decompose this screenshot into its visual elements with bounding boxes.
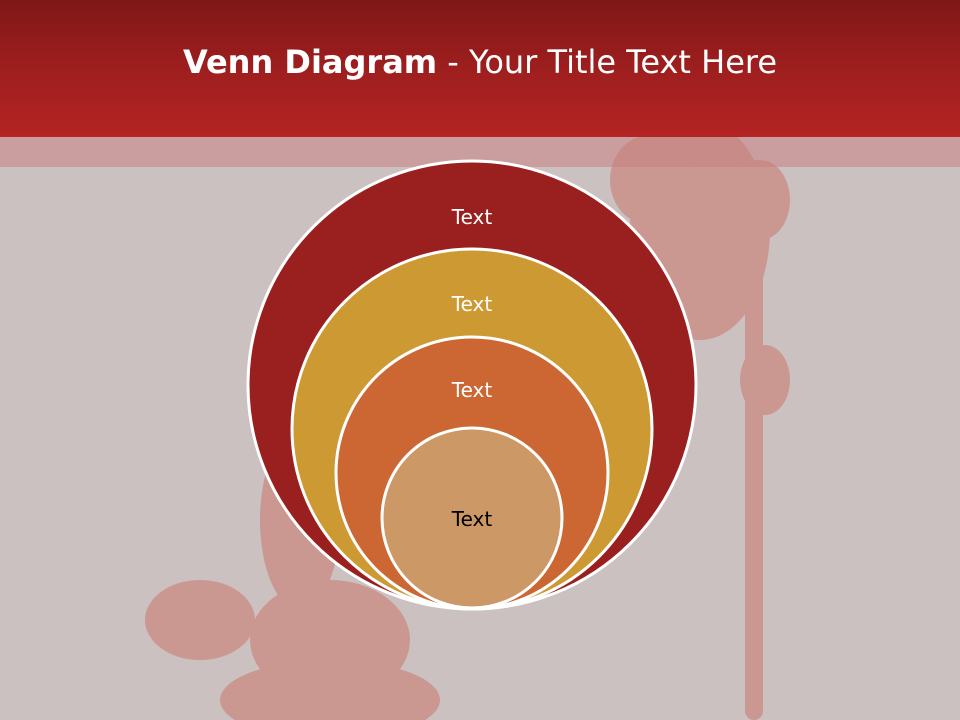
slide-title: Venn Diagram - Your Title Text Here	[0, 40, 960, 84]
venn-label-outer: Text	[451, 205, 493, 229]
venn-circle-inner[interactable]	[380, 426, 564, 610]
title-bar	[0, 0, 960, 137]
title-bold-part: Venn Diagram	[182, 43, 438, 81]
venn-label-third: Text	[451, 378, 493, 402]
venn-label-second: Text	[451, 292, 493, 316]
venn-label-inner: Text	[451, 507, 493, 531]
title-regular-part: - Your Title Text Here	[437, 43, 778, 81]
